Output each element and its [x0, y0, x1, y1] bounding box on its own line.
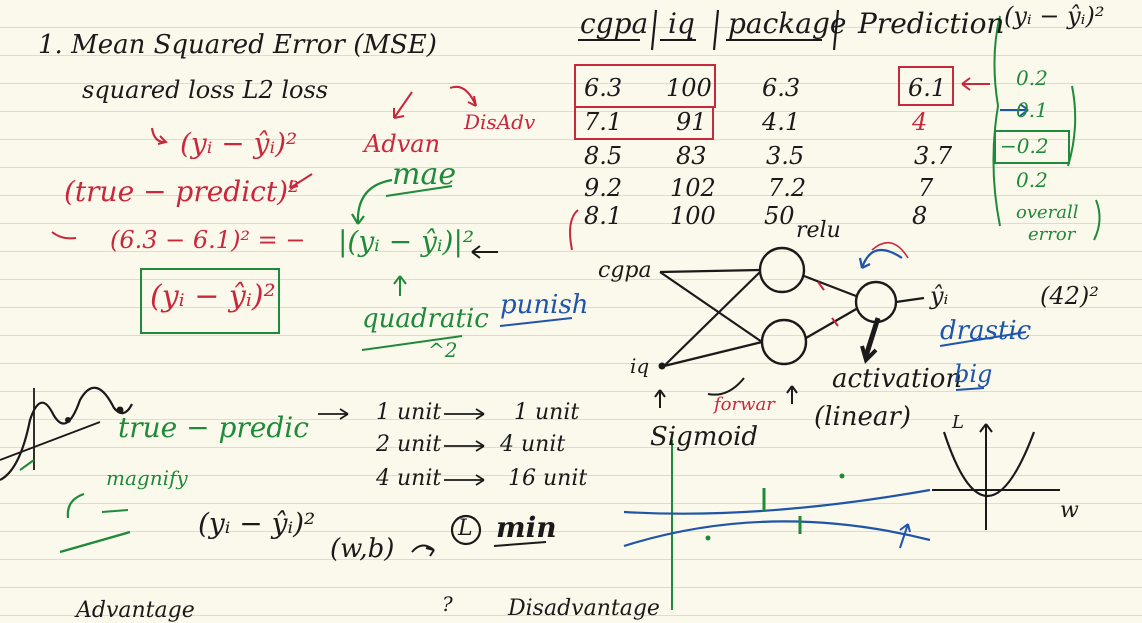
arrow-right-calc — [51, 231, 77, 240]
unit-3-left: 4 unit — [376, 466, 442, 491]
page-title: 1. Mean Squared Error (MSE) — [38, 30, 437, 60]
cell-r4-iq: 102 — [670, 174, 716, 202]
unit-3-right: 16 unit — [508, 466, 588, 491]
disadvantage-heading: Disadvantage — [508, 596, 660, 621]
cell-r5-prediction: 8 — [912, 202, 928, 230]
cell-r1-iq: 100 — [666, 74, 712, 102]
drastic-label: drastic — [940, 316, 1032, 346]
cell-r4-package: 7.2 — [768, 174, 807, 202]
example-calc: (6.3 − 6.1)² = − — [110, 226, 306, 254]
cell-r5-cgpa: 8.1 — [584, 202, 623, 230]
boxed-formula: (yᵢ − ŷᵢ)² — [150, 279, 276, 314]
axis-w-label: w — [1060, 498, 1079, 523]
cell-r3-prediction: 3.7 — [914, 142, 953, 170]
nn-forward: forwar — [714, 394, 775, 415]
boxed-formula-frame — [140, 268, 280, 334]
regression-line-2 — [623, 520, 931, 548]
cell-r1-cgpa: 6.3 — [584, 74, 623, 102]
loss-circle — [450, 514, 482, 546]
regression-line-1 — [623, 488, 931, 515]
unit-1-left: 1 unit — [376, 400, 442, 425]
error-4: 0.2 — [1016, 168, 1048, 192]
hidden-node-1 — [758, 246, 806, 294]
cell-r4-prediction: 7 — [918, 174, 934, 202]
nn-activation: activation — [832, 364, 963, 394]
error-2: 0.1 — [1016, 98, 1048, 122]
error-header: (yᵢ − ŷᵢ)² — [1004, 2, 1105, 30]
big-label: big — [954, 360, 993, 388]
nn-input-cgpa: cgpa — [598, 258, 652, 283]
error-1: 0.2 — [1016, 66, 1048, 90]
cell-r4-cgpa: 9.2 — [584, 174, 623, 202]
advantage-heading: Advantage — [76, 598, 195, 623]
header-prediction: Prediction — [858, 7, 1005, 40]
quadratic-label: quadratic — [362, 304, 489, 334]
arrow-down-left — [150, 127, 165, 144]
square-42: (42)² — [1040, 282, 1099, 310]
cell-r3-iq: 83 — [676, 142, 707, 170]
wb-params: (w,b) — [330, 534, 395, 564]
cell-r3-package: 3.5 — [766, 142, 805, 170]
question-mark: ? — [442, 592, 453, 616]
nn-input-iq: iq — [630, 354, 650, 378]
mae-label: mae — [392, 157, 457, 192]
cell-r1-package: 6.3 — [762, 74, 801, 102]
cell-r2-package: 4.1 — [762, 108, 801, 136]
header-iq: iq — [668, 7, 695, 40]
unit-2-right: 4 unit — [500, 432, 566, 457]
nn-output-yhat: ŷᵢ — [930, 282, 949, 310]
header-cgpa: cgpa — [580, 7, 649, 40]
magnify-label: true − predic — [118, 411, 309, 444]
loss-parabola — [942, 431, 1036, 497]
cell-r3-cgpa: 8.5 — [584, 142, 623, 170]
cell-r2-cgpa: 7.1 — [584, 108, 623, 136]
cell-r1-prediction: 6.1 — [908, 74, 947, 102]
cell-r5-iq: 100 — [670, 202, 716, 230]
error-brace — [992, 15, 1001, 227]
unit-1-right: 1 unit — [514, 400, 580, 425]
abs-formula: |(yᵢ − ŷᵢ)|² — [338, 225, 475, 258]
bottom-formula: (yᵢ − ŷᵢ)² — [198, 507, 316, 540]
quadratic-power: ^2 — [428, 338, 458, 362]
unit-2-left: 2 unit — [376, 432, 442, 457]
boxed-error-frame — [994, 130, 1070, 164]
min-label: min — [496, 511, 557, 544]
formula: (yᵢ − ŷᵢ)² — [180, 127, 298, 160]
hidden-node-2 — [760, 318, 808, 366]
cell-r2-iq: 91 — [676, 108, 707, 136]
wavy-curve — [0, 386, 133, 481]
highlight-prediction — [898, 66, 954, 106]
highlight-row-2 — [574, 106, 714, 140]
axis-l-label: L — [952, 412, 964, 433]
aliases: squared loss L2 loss — [82, 76, 329, 104]
overall-label: overall — [1016, 202, 1079, 223]
nn-linear: (linear) — [814, 402, 911, 432]
error-label: error — [1028, 224, 1076, 245]
punish-label: punish — [500, 290, 589, 320]
nn-relu: relu — [796, 218, 841, 243]
loss-circle-label: L — [458, 516, 473, 541]
advan-label: Advan — [364, 130, 441, 158]
magnify-text: magnify — [106, 466, 188, 490]
error-3: −0.2 — [1000, 134, 1049, 158]
output-node — [854, 280, 898, 324]
true-predict: (true − predict)² — [64, 175, 300, 208]
cell-r2-prediction: 4 — [912, 108, 928, 136]
disadv-label: DisAdv — [464, 110, 536, 134]
green-curve-arrow — [351, 178, 393, 225]
nn-sigmoid: Sigmoid — [650, 422, 759, 452]
cell-r5-package: 50 — [764, 202, 795, 230]
header-package: package — [728, 7, 847, 40]
